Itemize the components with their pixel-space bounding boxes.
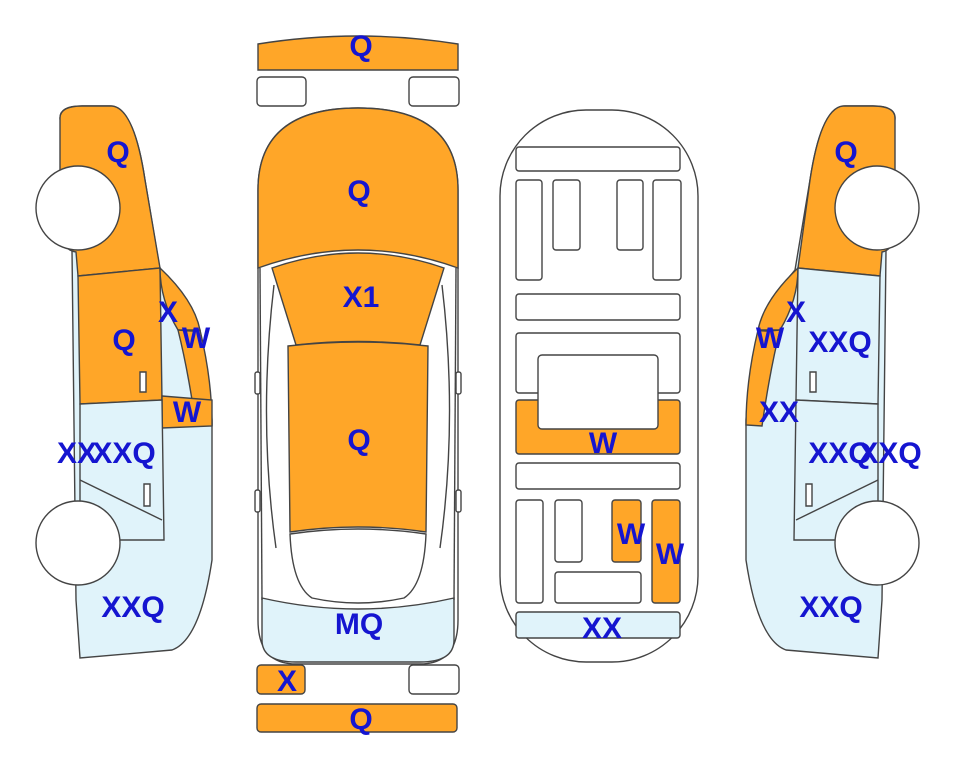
label-top-hood: Q bbox=[347, 175, 370, 208]
underbody-rear-left-rail[interactable] bbox=[515, 499, 544, 604]
label-rear-left-light: X bbox=[277, 665, 297, 698]
underbody-crossmember[interactable] bbox=[515, 293, 681, 321]
label-right-rear-quarter: XXQ bbox=[799, 591, 862, 624]
right-side-window-trim[interactable] bbox=[745, 328, 781, 427]
label-right-rear-glass: XX bbox=[759, 396, 799, 429]
rear-right-light[interactable] bbox=[408, 664, 460, 695]
right-side-handle-1[interactable] bbox=[809, 371, 817, 393]
label-right-a-pillar: X bbox=[786, 296, 806, 329]
rear-left-light[interactable] bbox=[256, 664, 306, 695]
underbody-front-left-panel[interactable] bbox=[552, 179, 581, 251]
underbody-rear-right-panel[interactable] bbox=[611, 499, 642, 563]
damage-labels: Q Q Q X W W XX XXQ XXQ Q X1 Q MQ W W W X… bbox=[57, 30, 922, 736]
left-side-door-seam bbox=[79, 479, 163, 521]
label-right-front-fender: Q bbox=[834, 136, 857, 169]
right-side-view bbox=[745, 105, 920, 659]
label-left-a-pillar: X bbox=[158, 296, 178, 329]
left-side-rear-door[interactable] bbox=[79, 399, 165, 541]
front-bumper[interactable] bbox=[257, 35, 459, 71]
top-left-door-curve bbox=[265, 284, 277, 549]
left-side-view bbox=[35, 105, 213, 659]
right-side-rear-wheel[interactable] bbox=[834, 500, 920, 586]
underbody-front-right-panel[interactable] bbox=[616, 179, 644, 251]
label-left-rear-door-a: XX bbox=[57, 437, 97, 470]
top-right-side-line bbox=[453, 267, 457, 601]
label-underbody-rear-right: W bbox=[656, 538, 685, 571]
left-side-front-wheel[interactable] bbox=[35, 165, 121, 251]
label-top-roof: Q bbox=[347, 424, 370, 457]
right-side-front-wheel[interactable] bbox=[834, 165, 920, 251]
front-view bbox=[256, 35, 460, 107]
underbody-rear-center-panel[interactable] bbox=[554, 571, 642, 604]
label-underbody-center: W bbox=[589, 427, 618, 460]
top-hood[interactable] bbox=[257, 107, 459, 269]
label-right-rear-door-a: XXQ bbox=[808, 437, 871, 470]
label-right-front-door: XXQ bbox=[808, 326, 871, 359]
top-view bbox=[254, 107, 462, 665]
underbody-center-opening bbox=[537, 354, 659, 430]
label-left-rear-door-b: XXQ bbox=[92, 437, 155, 470]
label-top-windshield: X1 bbox=[343, 281, 380, 314]
left-side-handle-1[interactable] bbox=[139, 371, 147, 393]
label-top-trunk: MQ bbox=[335, 608, 383, 641]
top-rear-glass[interactable] bbox=[289, 528, 427, 604]
rear-view bbox=[256, 664, 460, 733]
label-left-windshield-side: W bbox=[182, 322, 211, 355]
underbody-view bbox=[499, 109, 699, 663]
right-side-a-pillar[interactable] bbox=[757, 266, 799, 331]
underbody-rear-left-panel[interactable] bbox=[554, 499, 583, 563]
top-roof[interactable] bbox=[287, 341, 429, 533]
left-side-a-pillar[interactable] bbox=[159, 266, 201, 331]
top-left-handle[interactable] bbox=[254, 489, 261, 513]
right-side-door-seam bbox=[795, 479, 879, 521]
label-front-bumper: Q bbox=[349, 30, 372, 63]
front-right-headlight[interactable] bbox=[408, 76, 460, 107]
left-side-rear-wheel[interactable] bbox=[35, 500, 121, 586]
front-left-headlight[interactable] bbox=[256, 76, 307, 107]
rear-bumper[interactable] bbox=[256, 703, 458, 733]
top-right-door-curve bbox=[439, 284, 451, 549]
top-right-mirror[interactable] bbox=[455, 371, 462, 395]
label-left-front-fender: Q bbox=[106, 136, 129, 169]
label-right-rear-door-b: XXQ bbox=[858, 437, 921, 470]
label-left-rear-quarter: XXQ bbox=[101, 591, 164, 624]
underbody-rear-crossmember[interactable] bbox=[515, 462, 681, 490]
label-left-rear-glass: W bbox=[173, 396, 202, 429]
label-left-front-door: Q bbox=[112, 324, 135, 357]
underbody-rear-right-rail[interactable] bbox=[651, 499, 681, 604]
top-left-mirror[interactable] bbox=[254, 371, 261, 395]
underbody-front-plate[interactable] bbox=[515, 146, 681, 172]
label-right-windshield-side: W bbox=[756, 322, 785, 355]
underbody-front-left-rail[interactable] bbox=[515, 179, 543, 281]
top-left-side-line bbox=[259, 267, 263, 601]
top-trunk[interactable] bbox=[261, 597, 455, 663]
label-rear-bumper: Q bbox=[349, 703, 372, 736]
right-side-rear-door[interactable] bbox=[793, 399, 879, 541]
top-right-handle[interactable] bbox=[455, 489, 462, 513]
label-underbody-rear: XX bbox=[582, 612, 622, 645]
underbody-front-right-rail[interactable] bbox=[652, 179, 682, 281]
right-side-handle-2[interactable] bbox=[805, 483, 813, 507]
left-side-handle-2[interactable] bbox=[143, 483, 151, 507]
label-underbody-rear-left: W bbox=[617, 518, 646, 551]
underbody-rear-plate[interactable] bbox=[515, 611, 681, 639]
